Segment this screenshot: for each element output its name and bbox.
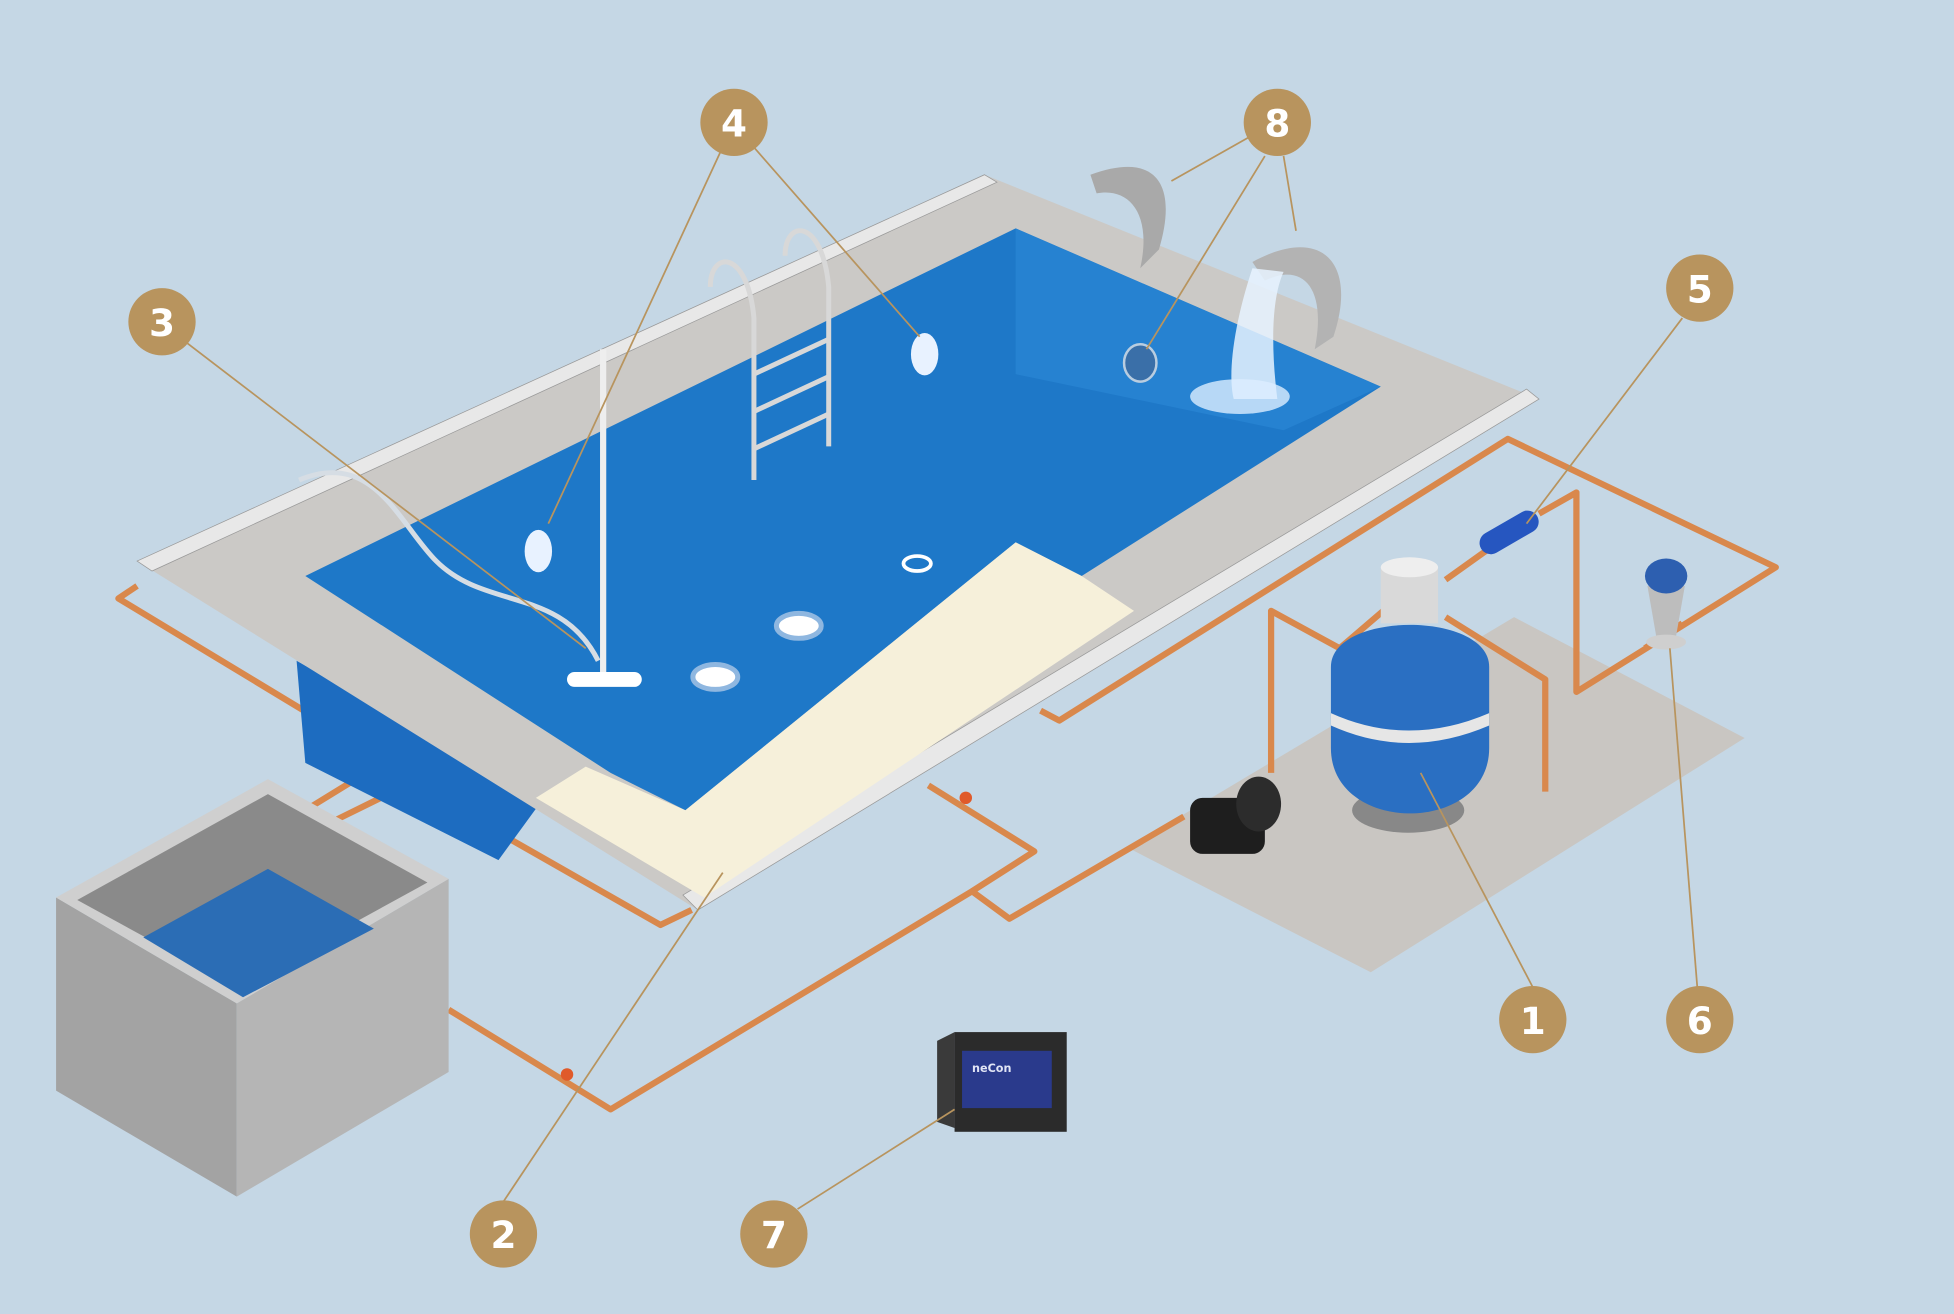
badge-label: 5 [1687, 267, 1713, 311]
pool-water-far-wall [1015, 228, 1381, 431]
badge-2: 2 [469, 1200, 538, 1268]
badge-6: 6 [1666, 985, 1734, 1054]
uv-unit [1479, 510, 1539, 555]
jet-nozzle [1122, 342, 1158, 383]
drain [690, 661, 741, 692]
badge-label: 6 [1687, 999, 1713, 1043]
waterfall-features [1090, 166, 1342, 414]
badge-8: 8 [1243, 88, 1311, 157]
badge-label: 7 [761, 1213, 787, 1257]
leader-lines [186, 136, 1699, 1210]
balance-tank [56, 779, 449, 1197]
badge-label: 8 [1264, 102, 1290, 146]
badge-label: 3 [149, 301, 175, 345]
pool-step [535, 542, 1135, 898]
controller-label: neCon [972, 1062, 1011, 1075]
pool-ladder [707, 228, 832, 481]
valve [560, 1068, 574, 1081]
badge-label: 1 [1520, 999, 1546, 1043]
overflow-grate-left [136, 174, 998, 572]
badge-5: 5 [1666, 254, 1734, 322]
controller-device: neCon [937, 1032, 1067, 1132]
pool-light [910, 332, 939, 376]
badge-3: 3 [128, 288, 196, 356]
badge-4: 4 [700, 88, 768, 157]
badge-7: 7 [740, 1200, 808, 1268]
drain [773, 610, 824, 641]
pool-light [524, 529, 553, 573]
pump [1190, 776, 1282, 854]
badge-1: 1 [1499, 985, 1567, 1054]
overflow-grate-right [682, 388, 1540, 911]
inlet [901, 554, 933, 573]
pool-wall [296, 660, 543, 861]
badge-label: 4 [721, 102, 747, 146]
chemical-feeder [1644, 558, 1688, 650]
badge-label: 2 [490, 1213, 516, 1257]
valve [959, 791, 973, 805]
sand-filter [1330, 557, 1490, 833]
